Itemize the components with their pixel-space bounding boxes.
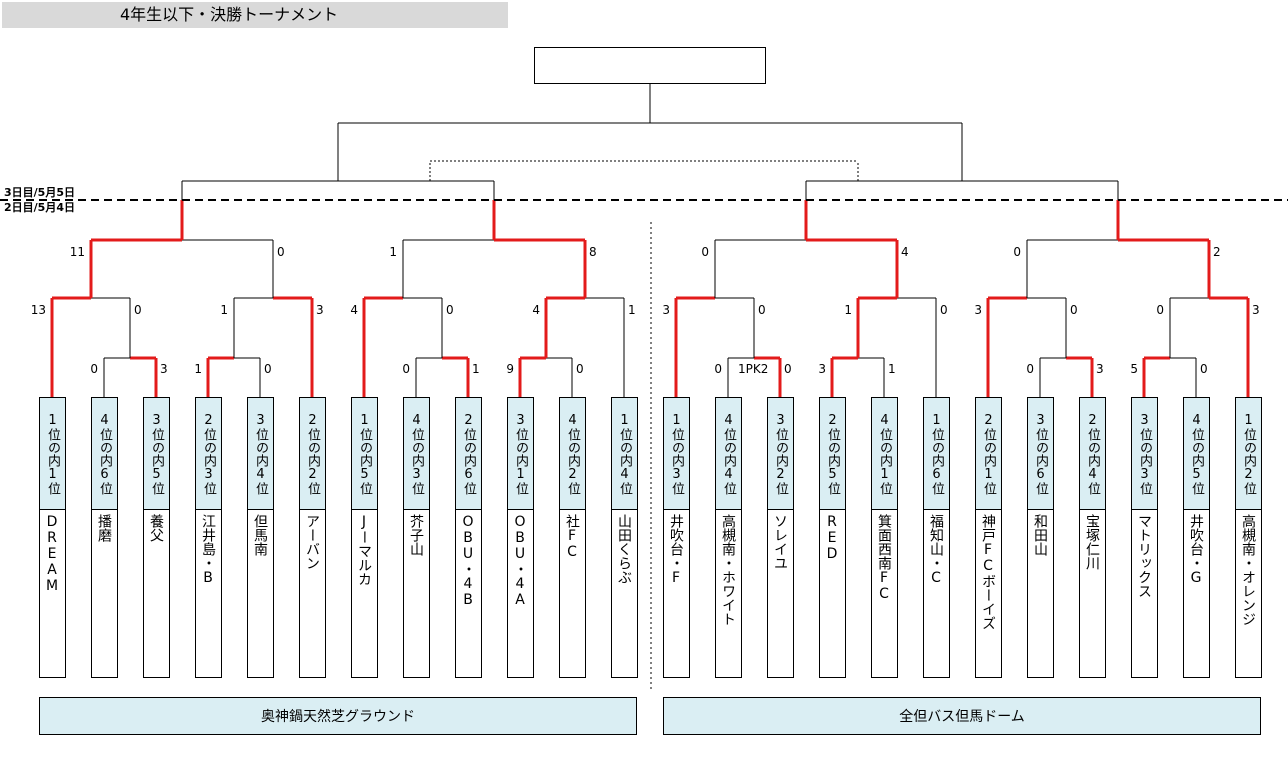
team-name: 社FC — [559, 509, 586, 678]
prelim-score-left: 0 — [1026, 362, 1034, 376]
round3-score-left: 3 — [662, 303, 670, 317]
round3-score-right: 3 — [1252, 303, 1260, 317]
champion-box — [534, 47, 766, 84]
team-name: 江井島・B — [195, 509, 222, 678]
team-rank-label: 4位の内4位 — [715, 397, 742, 510]
prelim-score-left: 5 — [1130, 362, 1138, 376]
team-rank-label: 4位の内2位 — [559, 397, 586, 510]
round4-score-right: 4 — [901, 245, 909, 259]
team-rank-label: 4位の内3位 — [403, 397, 430, 510]
team-name: 井吹台・F — [663, 509, 690, 678]
round3-score-right: 0 — [446, 303, 454, 317]
prelim-score-right: 0 — [264, 362, 272, 376]
team-name: 但馬南 — [247, 509, 274, 678]
team-name: 高槻南・オレンジ — [1235, 509, 1262, 678]
prelim-score-left: 3 — [818, 362, 826, 376]
prelim-score-right: 0 — [576, 362, 584, 376]
round3-score-left: 1 — [220, 303, 228, 317]
day3-label: 3日目/5月5日 — [4, 186, 75, 199]
team-name: 養父 — [143, 509, 170, 678]
prelim-score-right: 3 — [1096, 362, 1104, 376]
team-rank-label: 2位の内5位 — [819, 397, 846, 510]
round3-score-right: 0 — [134, 303, 142, 317]
team-rank-label: 2位の内2位 — [299, 397, 326, 510]
round4-score-left: 0 — [1013, 245, 1021, 259]
round3-score-right: 1 — [628, 303, 636, 317]
round3-score-right: 3 — [316, 303, 324, 317]
round3-score-left: 4 — [350, 303, 358, 317]
team-name: 播磨 — [91, 509, 118, 678]
team-name: 宝塚仁川 — [1079, 509, 1106, 678]
team-name: OBU・4A — [507, 509, 534, 678]
team-name: DREAM — [39, 509, 66, 678]
page-title: 4年生以下・決勝トーナメント — [2, 2, 508, 28]
day2-label: 2日目/5月4日 — [4, 201, 75, 214]
team-name: 芥子山 — [403, 509, 430, 678]
team-rank-label: 3位の内1位 — [507, 397, 534, 510]
team-name: アーバン — [299, 509, 326, 678]
round4-score-right: 8 — [589, 245, 597, 259]
team-rank-label: 2位の内3位 — [195, 397, 222, 510]
team-name: Jーマルカ — [351, 509, 378, 678]
round4-score-left: 1 — [389, 245, 397, 259]
team-rank-label: 3位の内6位 — [1027, 397, 1054, 510]
team-rank-label: 2位の内6位 — [455, 397, 482, 510]
team-rank-label: 3位の内4位 — [247, 397, 274, 510]
prelim-score-right: 1 — [472, 362, 480, 376]
prelim-score-right: 0 — [784, 362, 792, 376]
team-name: 福知山・C — [923, 509, 950, 678]
team-name: 井吹台・G — [1183, 509, 1210, 678]
team-rank-label: 2位の内1位 — [975, 397, 1002, 510]
team-rank-label: 4位の内6位 — [91, 397, 118, 510]
prelim-score-left: 1 — [194, 362, 202, 376]
prelim-score-left: 9 — [506, 362, 514, 376]
round4-score-left: 0 — [701, 245, 709, 259]
round3-score-left: 0 — [1156, 303, 1164, 317]
round4-score-right: 0 — [277, 245, 285, 259]
prelim-score-right: 1 — [888, 362, 896, 376]
team-rank-label: 3位の内2位 — [767, 397, 794, 510]
team-name: 神戸FCボーイズ — [975, 509, 1002, 678]
pk-score-note: 1PK2 — [738, 362, 769, 376]
round3-score-left: 13 — [30, 303, 46, 317]
round3-score-left: 4 — [532, 303, 540, 317]
team-rank-label: 3位の内5位 — [143, 397, 170, 510]
team-rank-label: 1位の内2位 — [1235, 397, 1262, 510]
prelim-score-left: 0 — [714, 362, 722, 376]
team-name: マトリックス — [1131, 509, 1158, 678]
team-name: OBU・4B — [455, 509, 482, 678]
round4-score-left: 11 — [69, 245, 85, 259]
team-name: 箕面西南FC — [871, 509, 898, 678]
round3-score-right: 0 — [940, 303, 948, 317]
team-name: 和田山 — [1027, 509, 1054, 678]
team-rank-label: 1位の内4位 — [611, 397, 638, 510]
prelim-score-right: 3 — [160, 362, 168, 376]
round3-score-right: 0 — [758, 303, 766, 317]
round3-score-right: 0 — [1070, 303, 1078, 317]
round3-score-left: 3 — [974, 303, 982, 317]
team-name: 高槻南・ホワイト — [715, 509, 742, 678]
team-rank-label: 1位の内6位 — [923, 397, 950, 510]
venue-tajima-dome: 全但バス但馬ドーム — [663, 697, 1261, 735]
prelim-score-left: 0 — [402, 362, 410, 376]
team-rank-label: 2位の内4位 — [1079, 397, 1106, 510]
round4-score-right: 2 — [1213, 245, 1221, 259]
round3-score-left: 1 — [844, 303, 852, 317]
team-rank-label: 1位の内1位 — [39, 397, 66, 510]
team-rank-label: 4位の内5位 — [1183, 397, 1210, 510]
venue-okukannabe: 奥神鍋天然芝グラウンド — [39, 697, 637, 735]
team-name: ソレイユ — [767, 509, 794, 678]
team-rank-label: 1位の内3位 — [663, 397, 690, 510]
team-name: 山田くらぶ — [611, 509, 638, 678]
prelim-score-left: 0 — [90, 362, 98, 376]
team-name: RED — [819, 509, 846, 678]
prelim-score-right: 0 — [1200, 362, 1208, 376]
team-rank-label: 3位の内3位 — [1131, 397, 1158, 510]
team-rank-label: 4位の内1位 — [871, 397, 898, 510]
team-rank-label: 1位の内5位 — [351, 397, 378, 510]
